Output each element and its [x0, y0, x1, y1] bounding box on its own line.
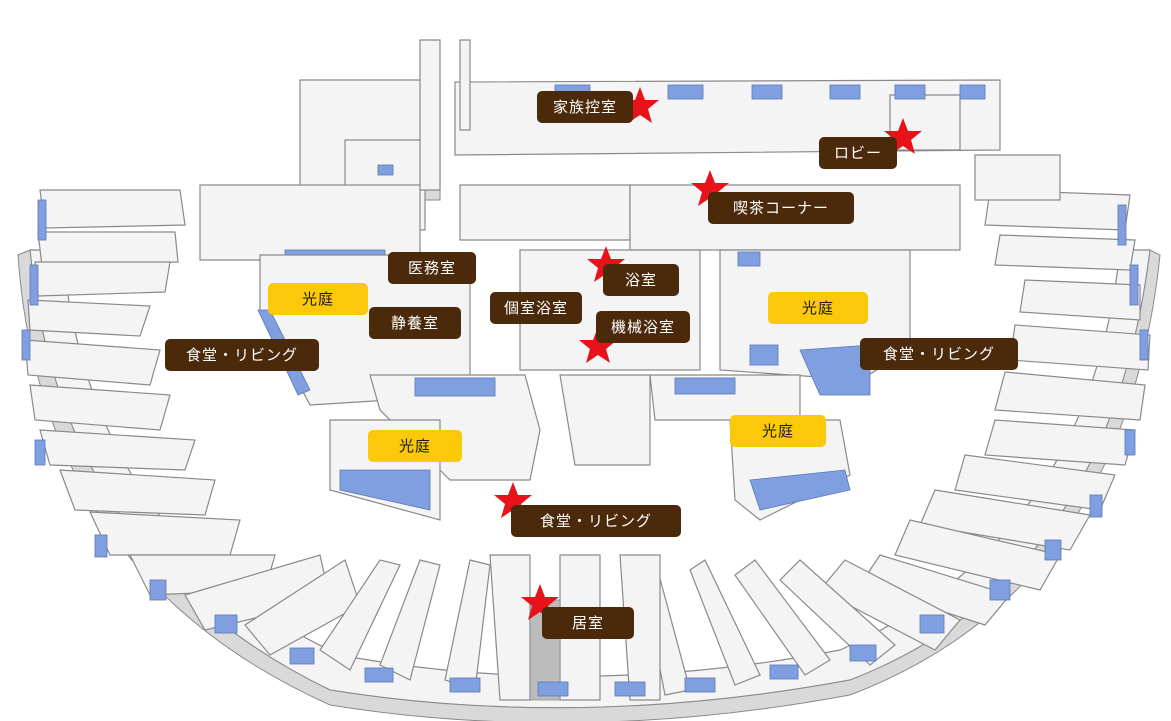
label-courtyard-left-top: 光庭 [268, 283, 368, 315]
label-courtyard-right-top: 光庭 [768, 292, 868, 324]
left-room-dividers [24, 189, 491, 691]
star-icon [620, 85, 660, 125]
label-dining-center: 食堂・リビング [511, 505, 681, 537]
star-icon [493, 480, 533, 520]
label-lobby: ロビー [819, 137, 897, 169]
star-icon [578, 325, 618, 365]
star-icon [690, 168, 730, 208]
label-family-waiting: 家族控室 [537, 91, 633, 123]
label-courtyard-right-bottom: 光庭 [730, 415, 826, 447]
label-private-bath: 個室浴室 [490, 292, 582, 324]
label-resident-room: 居室 [542, 607, 634, 639]
label-courtyard-left-bottom: 光庭 [368, 430, 462, 462]
label-rest-room: 静養室 [369, 307, 461, 339]
label-machine-bath: 機械浴室 [596, 311, 690, 343]
star-icon [520, 582, 560, 622]
back-section [199, 39, 1061, 269]
star-icon [883, 116, 923, 156]
label-medical-office: 医務室 [388, 252, 476, 284]
label-dining-right: 食堂・リビング [860, 338, 1018, 370]
label-cafe-corner: 喫茶コーナー [708, 192, 854, 224]
label-dining-left: 食堂・リビング [165, 339, 319, 371]
ring-windows [21, 199, 1149, 697]
label-bathroom: 浴室 [603, 264, 679, 296]
